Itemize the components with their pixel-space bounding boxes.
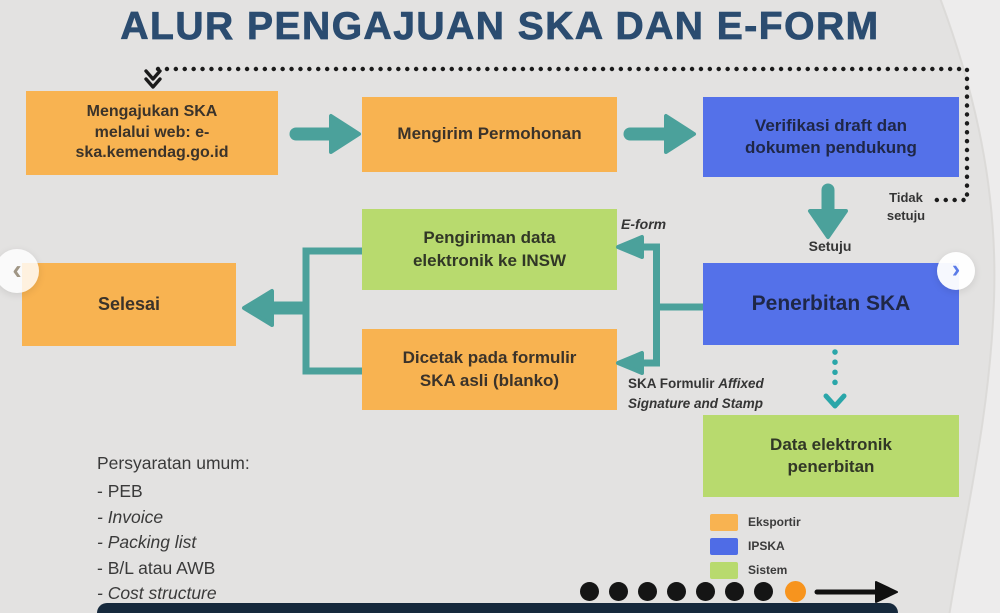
requirements-title: Persyaratan umum: <box>97 453 250 473</box>
label-setuju: Setuju <box>808 238 852 254</box>
legend-row-ipska: IPSKA <box>710 534 801 558</box>
requirements-list: - PEB - Invoice - Packing list - B/L atau A… <box>97 479 250 607</box>
legend-swatch-eksportir <box>710 513 738 531</box>
arrow-right-icon <box>289 114 361 154</box>
pagination-dot-6[interactable] <box>725 582 744 601</box>
arrow-down-icon <box>808 183 848 239</box>
legend-swatch-sistem <box>710 561 738 579</box>
page-title: ALUR PENGAJUAN SKA DAN E-FORM <box>120 5 880 49</box>
legend-label-ipska: IPSKA <box>748 539 785 553</box>
pagination-dot-5[interactable] <box>696 582 715 601</box>
pagination-dot-3[interactable] <box>638 582 657 601</box>
requirement-item: - PEB <box>97 481 143 501</box>
legend-row-sistem: Sistem <box>710 558 801 582</box>
pagination-dot-1[interactable] <box>580 582 599 601</box>
legend-label-eksportir: Eksportir <box>748 515 801 529</box>
arrow-right-icon <box>623 114 696 154</box>
legend-swatch-ipska <box>710 537 738 555</box>
carousel-prev-button[interactable]: ‹ <box>0 249 39 293</box>
requirement-item: - Packing list <box>97 532 197 552</box>
flow-box-selesai: Selesai <box>22 263 236 346</box>
flow-box-mengirim-permohonan: Mengirim Permohonan <box>362 97 617 172</box>
flow-box-dicetak-formulir: Dicetak pada formulir SKA asli (blanko) <box>362 329 617 410</box>
pagination-dot-7[interactable] <box>754 582 773 601</box>
legend: Eksportir IPSKA Sistem <box>710 510 801 582</box>
pagination-dot-2[interactable] <box>609 582 628 601</box>
label-ska-formulir-affixed: SKA Formulir Affixed Signature and Stamp <box>628 374 818 413</box>
requirements-block: Persyaratan umum: - PEB - Invoice - Packin… <box>97 453 250 607</box>
pagination-arrow-icon <box>814 581 898 603</box>
bracket-connector-right <box>616 235 703 375</box>
dotted-arrow-down-icon <box>823 349 847 409</box>
pagination-dots <box>580 581 814 602</box>
chevron-left-icon: ‹ <box>12 253 22 285</box>
flow-box-penerbitan-ska: Penerbitan SKA <box>703 263 959 345</box>
flow-box-data-elektronik-penerbitan: Data elektronik penerbitan <box>703 415 959 497</box>
carousel-next-button[interactable]: › <box>937 252 975 290</box>
label-tidak-setuju: Tidak setuju <box>886 190 926 223</box>
pagination-dot-8[interactable] <box>785 581 806 602</box>
flow-box-verifikasi-draft: Verifikasi draft dan dokumen pendukung <box>703 97 959 177</box>
legend-row-eksportir: Eksportir <box>710 510 801 534</box>
bracket-connector-left <box>242 247 362 375</box>
chevron-right-icon: › <box>951 255 961 283</box>
requirement-item: - Invoice <box>97 506 164 527</box>
label-ska-prefix: SKA Formulir <box>628 376 719 391</box>
flow-box-mengajukan-ska: Mengajukan SKA melalui web: e- ska.kemen… <box>26 91 278 175</box>
label-ska-italic: Affixed Signature and Stamp <box>628 376 764 411</box>
requirement-item: - Cost structure <box>97 583 217 603</box>
bottom-bar <box>97 603 898 613</box>
requirement-item: - B/L atau AWB <box>97 557 216 578</box>
flow-box-pengiriman-data-insw: Pengiriman data elektronik ke INSW <box>362 209 617 290</box>
label-e-form: E-form <box>621 216 667 232</box>
legend-label-sistem: Sistem <box>748 563 788 577</box>
pagination-dot-4[interactable] <box>667 582 686 601</box>
